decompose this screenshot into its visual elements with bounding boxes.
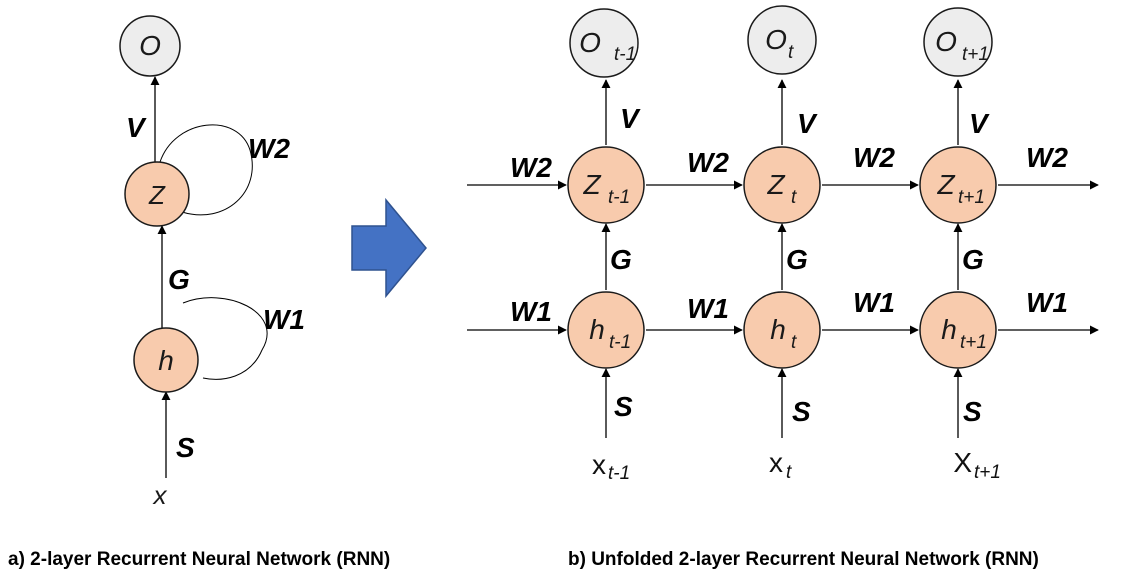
folded-rnn: O Z h V W2 G W1 S x [119,15,305,510]
node-o-t-sub: t [788,42,794,63]
label-w1-in: W1 [510,296,552,327]
unfolded-rnn: O t-1 Z t-1 h t-1 x t-1 O t Z t h t [467,5,1099,484]
node-o-t-1-sub: t-1 [614,44,636,65]
node-h-t-1-label: h [589,314,605,345]
node-h-t-label: h [770,314,786,345]
node-hidden-h: h [133,327,199,393]
label-w2: W2 [248,133,290,164]
unfold-arrow-icon [351,197,427,299]
node-h-t1-sub: t+1 [960,332,987,353]
label-s-c2: S [792,396,811,427]
node-h-t-1-sub: t-1 [609,332,631,353]
node-o-t1-label: O [935,26,957,57]
node-z-t-1-label: Z [582,169,601,200]
label-w1-out: W1 [1026,287,1068,318]
label-g-c2: G [786,244,808,275]
label-s: S [176,432,195,463]
label-w1-1: W1 [687,293,729,324]
input-x-t-1-sub: t-1 [608,463,630,484]
input-x-t: x [769,447,783,478]
input-x-t1: X [953,447,972,478]
node-o-t1-sub: t+1 [962,44,989,65]
label-w1: W1 [263,304,305,335]
label-s-c1: S [614,391,633,422]
label-w2-2: W2 [853,142,895,173]
node-o-t: O t [747,5,817,75]
node-z-label: Z [148,180,166,210]
label-v-c1: V [620,103,641,134]
node-o-t-1: O t-1 [569,8,639,78]
input-x-t1-sub: t+1 [974,462,1001,483]
self-loop-w2 [159,124,253,216]
label-v-c2: V [797,108,818,139]
node-z-t: Z t [743,146,821,224]
label-g: G [168,264,190,295]
input-x-t-1: x [592,449,606,480]
label-g-c3: G [962,244,984,275]
node-z-t-1-sub: t-1 [608,187,630,208]
label-w1-2: W1 [853,287,895,318]
label-v-c3: V [969,108,990,139]
node-output: O [119,15,181,77]
node-z-t1-label: Z [936,169,955,200]
node-z-t-label: Z [766,169,785,200]
input-x: x [152,480,168,510]
label-v: V [126,112,147,143]
node-z-t-1: Z t-1 [567,146,645,224]
node-h-t-sub: t [791,332,797,353]
label-g-c1: G [610,244,632,275]
node-output-label: O [139,30,161,61]
node-h-t: h t [743,291,821,369]
node-z-t1: Z t+1 [919,146,997,224]
label-w2-1: W2 [687,147,729,178]
input-x-t-sub: t [786,462,792,483]
node-o-t1: O t+1 [923,7,993,77]
self-loop-w1 [182,297,268,380]
node-h-t-1: h t-1 [567,291,645,369]
node-z-t-sub: t [791,187,797,208]
caption-left: a) 2-layer Recurrent Neural Network (RNN… [8,549,390,570]
node-o-t-1-label: O [579,27,601,58]
node-h-t1: h t+1 [919,291,997,369]
caption-right: b) Unfolded 2-layer Recurrent Neural Net… [568,549,1039,570]
node-o-t-label: O [765,24,787,55]
label-s-c3: S [963,396,982,427]
label-w2-out: W2 [1026,142,1068,173]
node-z-t1-sub: t+1 [958,187,985,208]
node-hidden-z: Z [124,161,190,227]
node-h-t1-label: h [941,314,957,345]
node-h-label: h [158,345,174,376]
label-w2-in: W2 [510,152,552,183]
